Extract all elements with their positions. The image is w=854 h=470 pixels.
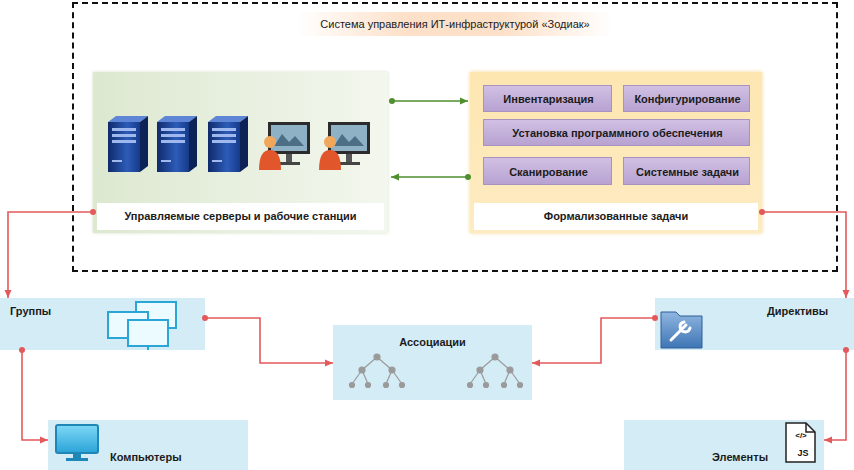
arrow-head bbox=[325, 360, 333, 367]
system-frame: Система управления ИТ-инфраструктурой «З… bbox=[72, 2, 838, 272]
tree-icon bbox=[350, 354, 405, 388]
entity-box: Группы bbox=[0, 298, 205, 350]
node-label: Инвентаризация bbox=[484, 86, 613, 113]
task-box: Инвентаризация bbox=[483, 85, 612, 112]
node-label: Элементы bbox=[712, 448, 812, 466]
workstation-icon bbox=[319, 122, 370, 170]
entity-box: Ассоциации bbox=[333, 325, 532, 400]
task-box: Сканирование bbox=[483, 157, 612, 185]
connector-line bbox=[392, 100, 468, 102]
connector bbox=[389, 98, 468, 105]
connector-dot bbox=[465, 174, 471, 180]
connector-dot bbox=[759, 209, 765, 215]
connector bbox=[19, 347, 48, 444]
connector-dot bbox=[843, 347, 849, 353]
node-label: Компьютеры bbox=[110, 448, 230, 466]
connector-dot bbox=[19, 347, 25, 353]
node-label: Система управления ИТ-инфраструктурой «З… bbox=[297, 12, 613, 36]
folder-icon bbox=[661, 312, 702, 348]
connector-dot bbox=[90, 209, 96, 215]
entity-box: Элементы bbox=[624, 420, 824, 470]
server-icon bbox=[208, 116, 248, 172]
node-label: Ассоциации bbox=[333, 333, 532, 351]
connector bbox=[532, 315, 658, 367]
connector-line bbox=[762, 212, 846, 298]
arrow-head bbox=[824, 437, 832, 444]
connector-line bbox=[205, 318, 333, 363]
connector bbox=[824, 347, 849, 444]
arrow-head bbox=[40, 437, 48, 444]
node-label: Управляемые серверы и рабочие станции bbox=[97, 203, 384, 230]
connector-dot bbox=[389, 98, 395, 104]
node-label: Директивы bbox=[767, 302, 851, 320]
server-icon bbox=[108, 116, 148, 172]
task-box: Конфигурирование bbox=[623, 85, 750, 112]
computer-icon bbox=[56, 425, 98, 461]
task-box: Установка программного обеспечения bbox=[483, 119, 750, 146]
connector-line bbox=[8, 212, 93, 298]
tasks-panel: Формализованные задачи Инвентаризация Конф… bbox=[470, 72, 762, 233]
entity-box: Директивы bbox=[655, 298, 854, 350]
arrow-head bbox=[532, 360, 540, 367]
task-box: Системные задачи bbox=[623, 157, 750, 185]
workstation-icon bbox=[259, 122, 310, 170]
connector-line bbox=[22, 350, 48, 440]
entity-box: Компьютеры bbox=[48, 420, 248, 470]
node-label: Системные задачи bbox=[624, 158, 751, 186]
arrow-head bbox=[5, 290, 12, 298]
arrow-head bbox=[843, 290, 850, 298]
connector bbox=[759, 209, 850, 298]
node-label: Установка программного обеспечения bbox=[484, 120, 751, 147]
server-icon bbox=[157, 116, 197, 172]
connector-line bbox=[532, 318, 655, 363]
connector bbox=[5, 209, 97, 298]
node-label: Группы bbox=[10, 302, 100, 320]
connector bbox=[202, 315, 333, 367]
connector-dot bbox=[652, 315, 658, 321]
group-icon bbox=[108, 302, 176, 350]
document-icon bbox=[786, 423, 815, 462]
node-label: Конфигурирование bbox=[624, 86, 751, 113]
connector-line bbox=[391, 176, 468, 178]
servers-panel: Управляемые серверы и рабочие станции bbox=[93, 72, 388, 233]
connector-line bbox=[824, 350, 846, 440]
tree-icon bbox=[468, 354, 523, 388]
connector-dot bbox=[202, 315, 208, 321]
node-label: Сканирование bbox=[484, 158, 613, 186]
connector bbox=[391, 174, 471, 181]
arrow-head bbox=[391, 174, 399, 181]
node-label: Формализованные задачи bbox=[474, 203, 758, 230]
arrow-head bbox=[460, 98, 468, 105]
